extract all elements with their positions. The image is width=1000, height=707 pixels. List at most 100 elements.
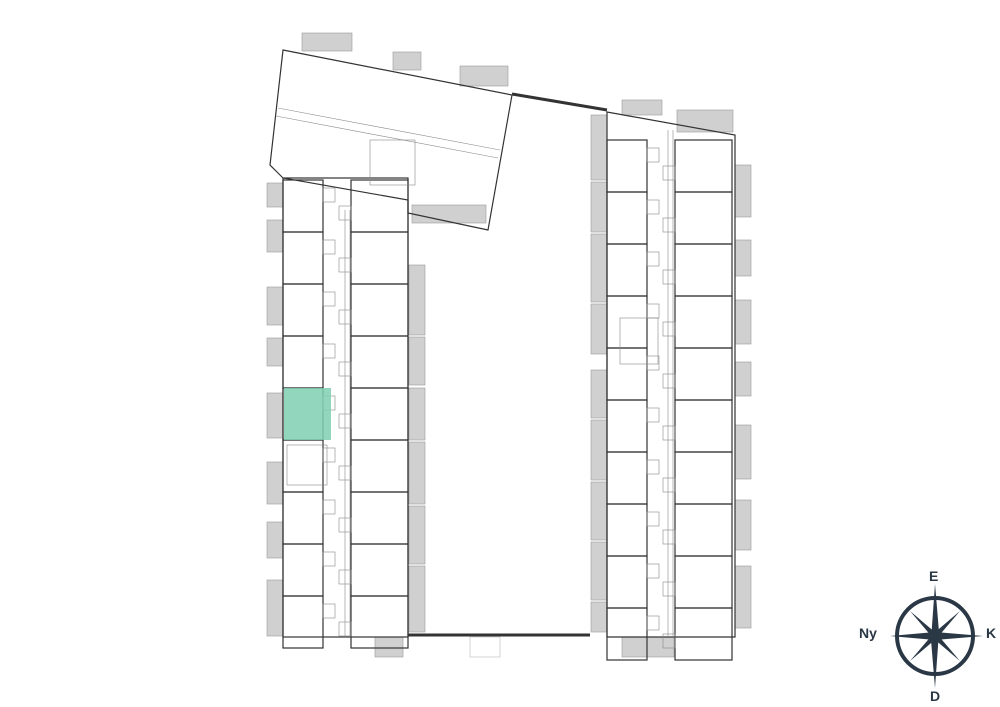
right-wing: [606, 111, 736, 638]
room: [282, 491, 324, 545]
compass-east-label: K: [986, 625, 997, 641]
room: [350, 179, 409, 233]
bathroom: [646, 563, 660, 579]
bathroom: [322, 187, 336, 203]
bathroom: [646, 511, 660, 527]
room: [606, 607, 648, 661]
room: [282, 283, 324, 337]
room: [350, 335, 409, 389]
balconies: [266, 32, 752, 658]
balcony: [590, 481, 608, 541]
balcony: [408, 565, 426, 633]
bathroom: [322, 291, 336, 307]
bathroom: [646, 303, 660, 319]
room: [606, 503, 648, 557]
compass-south-label: D: [930, 688, 941, 704]
balcony: [734, 499, 752, 551]
bathroom: [662, 477, 676, 493]
room: [350, 387, 409, 441]
building-walls: [269, 49, 736, 658]
bathroom: [646, 199, 660, 215]
room: [350, 491, 409, 545]
bathroom: [662, 633, 676, 649]
room: [674, 139, 733, 193]
room: [606, 399, 648, 453]
balcony: [590, 541, 608, 601]
compass-west-label: Ny: [859, 625, 877, 641]
balcony: [266, 461, 284, 505]
room: [674, 347, 733, 401]
balcony: [734, 164, 752, 218]
bathroom: [662, 529, 676, 545]
bathroom: [322, 603, 336, 619]
bathroom: [322, 551, 336, 567]
bathroom: [662, 425, 676, 441]
room: [350, 543, 409, 597]
balcony: [266, 521, 284, 559]
room: [282, 335, 324, 389]
balcony: [676, 109, 734, 133]
bathroom: [322, 499, 336, 515]
balcony: [734, 239, 752, 277]
balcony: [411, 204, 487, 224]
room: [674, 451, 733, 505]
bathroom: [338, 205, 352, 221]
balcony: [590, 369, 608, 419]
room: [282, 439, 324, 493]
balcony: [408, 336, 426, 386]
bathroom: [322, 343, 336, 359]
balcony: [590, 303, 608, 355]
balcony: [734, 361, 752, 397]
bathroom: [662, 581, 676, 597]
room: [606, 295, 648, 349]
bathroom: [338, 517, 352, 533]
balcony: [734, 424, 752, 480]
balcony: [590, 114, 608, 181]
room: [674, 503, 733, 557]
bathroom: [662, 321, 676, 337]
room: [282, 543, 324, 597]
balcony: [734, 565, 752, 629]
balcony: [266, 286, 284, 326]
compass-rose-icon: [890, 584, 983, 688]
balcony: [408, 505, 426, 565]
room: [674, 295, 733, 349]
bathroom: [322, 447, 336, 463]
rooms: [282, 139, 733, 661]
room: [282, 595, 324, 649]
bathroom: [322, 239, 336, 255]
balcony: [266, 182, 284, 208]
room: [674, 555, 733, 609]
room: [606, 191, 648, 245]
stairwell: [286, 444, 328, 486]
room: [606, 243, 648, 297]
balcony: [266, 579, 284, 637]
balcony: [590, 233, 608, 303]
bridge-top: [511, 92, 608, 112]
room: [606, 139, 648, 193]
highlighted-apartment[interactable]: [284, 388, 331, 440]
room: [282, 231, 324, 285]
balcony: [459, 65, 509, 87]
compass-north-label: E: [929, 568, 939, 584]
stairwell: [619, 317, 659, 365]
balcony: [392, 51, 422, 71]
balcony: [301, 32, 353, 52]
balcony: [734, 299, 752, 345]
room: [282, 179, 324, 233]
room: [606, 555, 648, 609]
balcony: [266, 392, 284, 439]
balcony: [408, 387, 426, 441]
room: [350, 231, 409, 285]
balcony: [621, 636, 675, 658]
bathroom: [646, 615, 660, 631]
bathroom: [646, 147, 660, 163]
balcony: [590, 181, 608, 233]
balcony: [408, 264, 426, 336]
bathroom: [338, 413, 352, 429]
bathroom: [646, 251, 660, 267]
room: [350, 439, 409, 493]
bathroom: [662, 373, 676, 389]
bathroom: [646, 407, 660, 423]
